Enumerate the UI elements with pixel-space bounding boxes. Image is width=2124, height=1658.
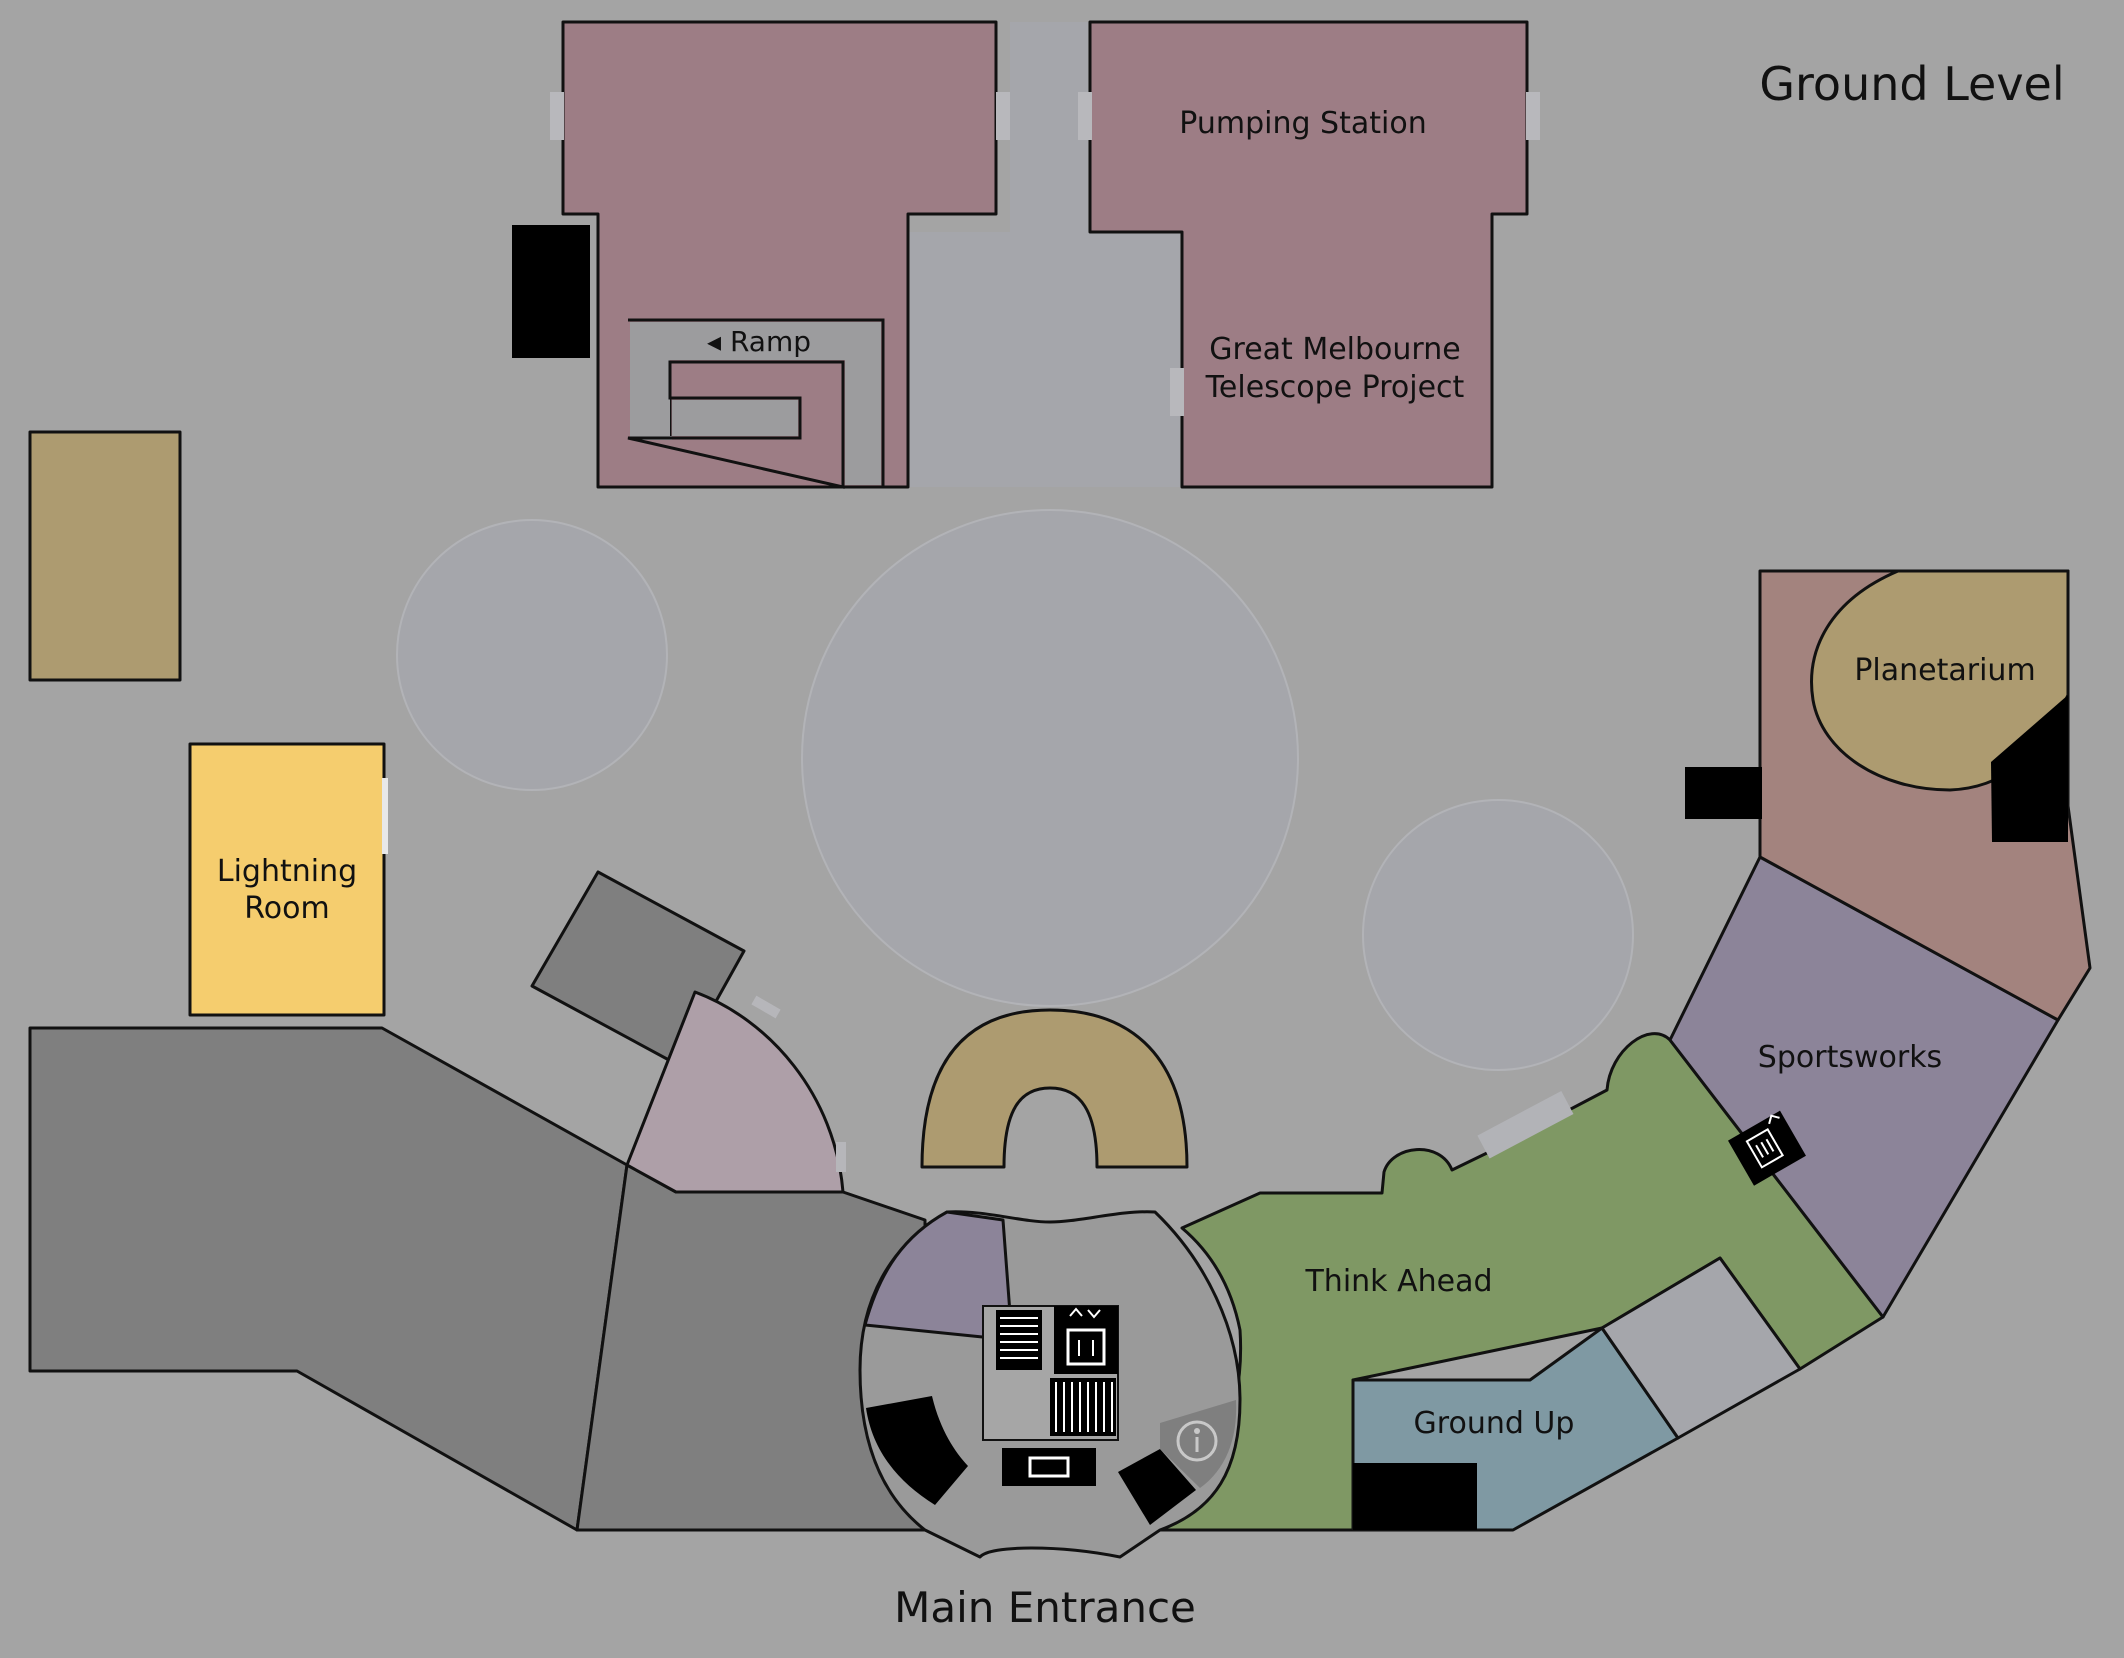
building-pumping-station[interactable] bbox=[1088, 20, 1529, 489]
door bbox=[1170, 368, 1184, 416]
service-block bbox=[1353, 1463, 1477, 1530]
service-block bbox=[1118, 1449, 1196, 1525]
lift-icon[interactable] bbox=[1054, 1306, 1118, 1374]
arch-structure[interactable] bbox=[920, 1008, 1189, 1169]
ramp-edge bbox=[627, 318, 885, 489]
service-block bbox=[866, 1396, 968, 1505]
ground-up-label: Ground Up bbox=[1414, 1406, 1575, 1441]
service-block bbox=[1991, 695, 2068, 842]
pumping-station-label: Pumping Station bbox=[1179, 106, 1426, 141]
walkway bbox=[1477, 1090, 1574, 1159]
stairs-icon[interactable] bbox=[996, 1310, 1042, 1370]
main-entrance-label: Main Entrance bbox=[894, 1583, 1196, 1632]
corridor-courtyard bbox=[908, 232, 1180, 487]
corridor-north bbox=[1010, 22, 1088, 237]
ramp-floor[interactable] bbox=[630, 322, 881, 485]
lightning-room[interactable] bbox=[188, 742, 386, 1017]
door bbox=[1526, 92, 1540, 140]
lightning-room-label-line1: Lightning bbox=[217, 854, 357, 889]
telescope-label-line2: Telescope Project bbox=[1205, 370, 1465, 405]
door bbox=[1078, 92, 1092, 140]
circular-garden-east bbox=[1362, 799, 1634, 1071]
telescope-label-line1: Great Melbourne bbox=[1209, 332, 1460, 367]
escalator-icon[interactable] bbox=[1728, 1110, 1806, 1186]
door bbox=[836, 1142, 846, 1172]
lightning-room-label-line2: Room bbox=[244, 891, 329, 926]
circular-garden-west bbox=[396, 519, 668, 791]
info-icon[interactable] bbox=[1176, 1420, 1218, 1462]
circular-plaza-central bbox=[801, 509, 1299, 1007]
door bbox=[751, 995, 781, 1019]
level-title: Ground Level bbox=[1759, 57, 2064, 111]
room-pale-mauve[interactable] bbox=[625, 990, 845, 1194]
ticket-icon[interactable] bbox=[1002, 1448, 1096, 1486]
door bbox=[550, 92, 564, 140]
lobby-purple-room[interactable] bbox=[863, 1210, 1014, 1342]
sportsworks-label: Sportsworks bbox=[1758, 1040, 1942, 1075]
room-light-grey[interactable] bbox=[1600, 1256, 1802, 1440]
planetarium-label: Planetarium bbox=[1854, 653, 2035, 688]
service-block bbox=[512, 225, 590, 358]
stairs-icon[interactable] bbox=[1050, 1378, 1116, 1436]
think-ahead-label: Think Ahead bbox=[1304, 1264, 1492, 1299]
building-tan-west[interactable] bbox=[28, 430, 182, 682]
ramp-label: ◂ Ramp bbox=[707, 325, 811, 358]
door bbox=[382, 778, 388, 854]
door bbox=[996, 92, 1010, 140]
service-block bbox=[1685, 767, 1762, 819]
